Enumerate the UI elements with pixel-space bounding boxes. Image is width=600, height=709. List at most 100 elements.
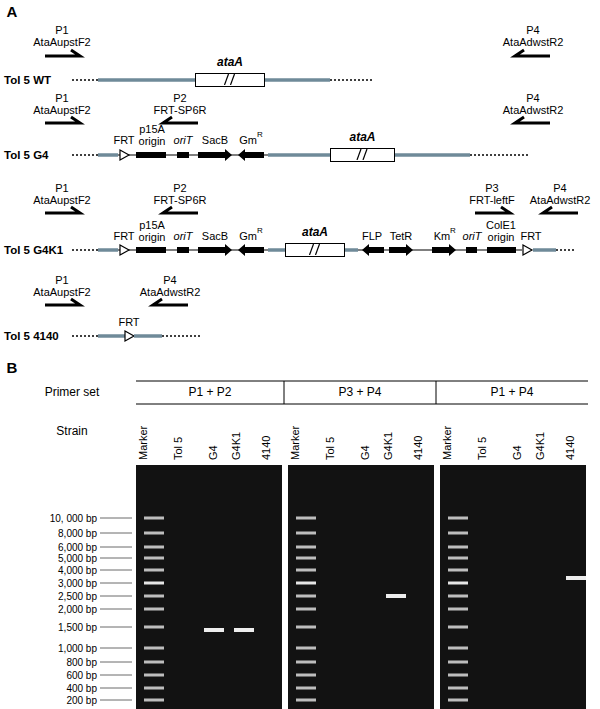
ladder-band <box>296 626 316 629</box>
ladder-band <box>144 661 164 664</box>
lane-label: Tol 5 <box>172 437 184 460</box>
ladder-band <box>448 532 468 535</box>
homology-arm <box>98 334 125 338</box>
break-mark <box>196 74 263 85</box>
lane-label: G4K1 <box>534 432 546 460</box>
part-label: AtaAdwstR2 <box>503 104 564 116</box>
part-label: P2 <box>173 92 186 104</box>
ladder-band <box>144 647 164 650</box>
size-tick <box>100 609 132 610</box>
ladder-band <box>448 626 468 629</box>
ladder-band <box>296 582 316 585</box>
ladder-band <box>448 647 468 650</box>
part-label: p15A origin <box>134 124 170 147</box>
part-label: P2 <box>173 182 186 194</box>
gene-arrow <box>238 244 264 256</box>
size-tick <box>100 533 132 534</box>
frt-site <box>523 245 532 255</box>
size-tick <box>100 558 132 559</box>
table-header: P3 + P4 <box>338 386 381 399</box>
size-tick <box>100 662 132 663</box>
ladder-band <box>448 517 468 520</box>
flanking-dna <box>470 154 530 156</box>
orit-site <box>466 247 477 253</box>
superscript: R <box>257 227 263 236</box>
gene-arrow <box>238 149 264 161</box>
lane-label: 4140 <box>564 436 576 460</box>
part-label: oriT <box>174 230 193 242</box>
flanking-dna <box>330 79 372 81</box>
part-label: FRT <box>520 230 541 242</box>
strain-name: Tol 5 G4K1 <box>4 244 63 257</box>
pcr-band <box>386 594 406 598</box>
flanking-dna <box>556 249 575 251</box>
lane-label: Tol 5 <box>476 437 488 460</box>
size-tick <box>100 596 132 597</box>
lane-label: 4140 <box>412 436 424 460</box>
gene-node: ataA <box>285 226 345 257</box>
size-tick <box>100 688 132 689</box>
ladder-band <box>296 674 316 677</box>
homology-arm <box>98 248 118 252</box>
primer-arrow <box>45 299 80 305</box>
primer-arrow <box>515 117 550 123</box>
part-label: AtaAdwstR2 <box>530 194 591 206</box>
ladder-band <box>448 582 468 585</box>
ladder-band <box>296 569 316 572</box>
ladder-band <box>296 608 316 611</box>
table-rule <box>136 404 588 405</box>
part-label: oriT <box>463 230 482 242</box>
ladder-band <box>448 595 468 598</box>
gene-arrow <box>389 244 413 256</box>
part-label: FRT <box>118 316 139 328</box>
size-marker: 200 bp <box>66 695 97 706</box>
part-label: TetR <box>390 230 413 242</box>
ladder-band <box>144 595 164 598</box>
superscript: R <box>450 227 456 236</box>
size-tick <box>100 700 132 701</box>
size-marker: 2,000 bp <box>58 604 97 615</box>
break-mark <box>286 244 343 255</box>
part-label: AtaAupstF2 <box>33 36 90 48</box>
flanking-dna <box>72 249 98 251</box>
flanking-dna <box>72 79 98 81</box>
homology-arm <box>268 248 285 252</box>
ladder-band <box>448 608 468 611</box>
homology-arm <box>98 153 118 157</box>
ladder-band <box>296 595 316 598</box>
gene-name: ataA <box>195 56 265 69</box>
superscript: R <box>257 131 263 140</box>
table-rule <box>436 381 437 404</box>
primer-arrow <box>153 299 188 305</box>
primer-arrow <box>163 117 198 123</box>
frt-site <box>120 150 129 160</box>
size-tick <box>100 648 132 649</box>
size-marker: 3,000 bp <box>58 578 97 589</box>
break-mark <box>331 149 393 160</box>
ladder-band <box>296 546 316 549</box>
part-label: FRT <box>113 134 134 146</box>
primer-arrow <box>515 50 550 56</box>
lane-label: Marker <box>289 426 301 460</box>
part-label: P1 <box>55 92 68 104</box>
size-marker: 400 bp <box>66 683 97 694</box>
lane-label: 4140 <box>260 436 272 460</box>
ladder-band <box>296 699 316 702</box>
part-label: Gm <box>239 230 257 242</box>
table-header: P1 + P4 <box>490 386 533 399</box>
homology-arm <box>134 334 162 338</box>
primer-arrow <box>163 207 198 213</box>
gene-box <box>195 73 265 87</box>
size-marker: 10, 000 bp <box>50 513 97 524</box>
homology-arm <box>533 248 556 252</box>
size-marker: 1,500 bp <box>58 622 97 633</box>
size-marker: 6,000 bp <box>58 542 97 553</box>
part-label: P4 <box>163 274 176 286</box>
part-label: AtaAdwstR2 <box>140 286 201 298</box>
ladder-band <box>296 517 316 520</box>
part-label: P1 <box>55 24 68 36</box>
agarose-gel <box>136 465 282 709</box>
replication-origin <box>487 247 516 253</box>
gene-box <box>285 243 345 257</box>
